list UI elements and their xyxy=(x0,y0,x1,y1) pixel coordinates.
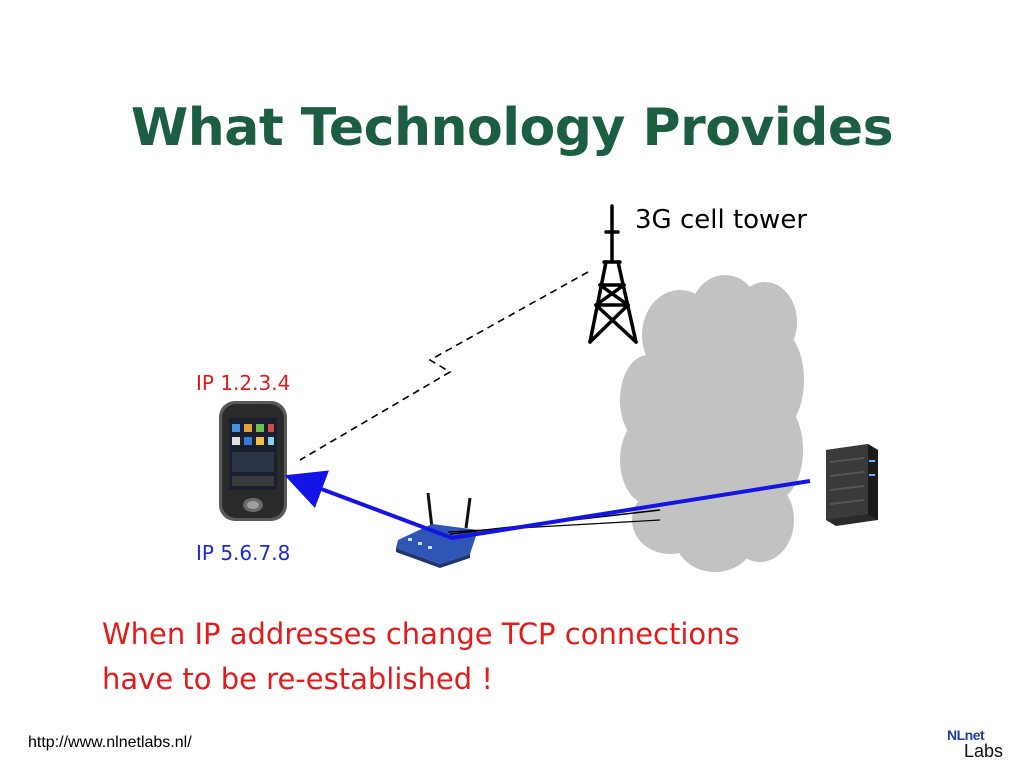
internet-cloud-icon xyxy=(620,275,804,572)
wireless-3g-link xyxy=(299,271,589,461)
ip-wifi-label: IP 5.6.7.8 xyxy=(196,541,291,565)
slide-title: What Technology Provides xyxy=(130,98,894,158)
smartphone-icon xyxy=(219,401,287,521)
active-connection-path xyxy=(284,470,811,541)
server-icon xyxy=(826,444,878,526)
logo-nlnet: NLnet xyxy=(947,727,985,743)
note-line-1: When IP addresses change TCP connections xyxy=(102,617,740,651)
wired-link-secondary xyxy=(447,519,661,533)
cell-tower-icon xyxy=(588,204,638,344)
ip-cellular-label: IP 1.2.3.4 xyxy=(196,371,291,395)
logo-labs: Labs xyxy=(964,741,1004,761)
footer-url[interactable]: http://www.nlnetlabs.nl/ xyxy=(28,734,192,751)
cell-tower-label: 3G cell tower xyxy=(635,205,808,235)
tcp-reestablish-note: When IP addresses change TCP connections… xyxy=(102,612,862,702)
nlnet-labs-logo: NLnet Labs xyxy=(945,727,1011,763)
note-line-2: have to be re-established ! xyxy=(102,662,493,696)
wifi-router-icon xyxy=(396,492,478,568)
